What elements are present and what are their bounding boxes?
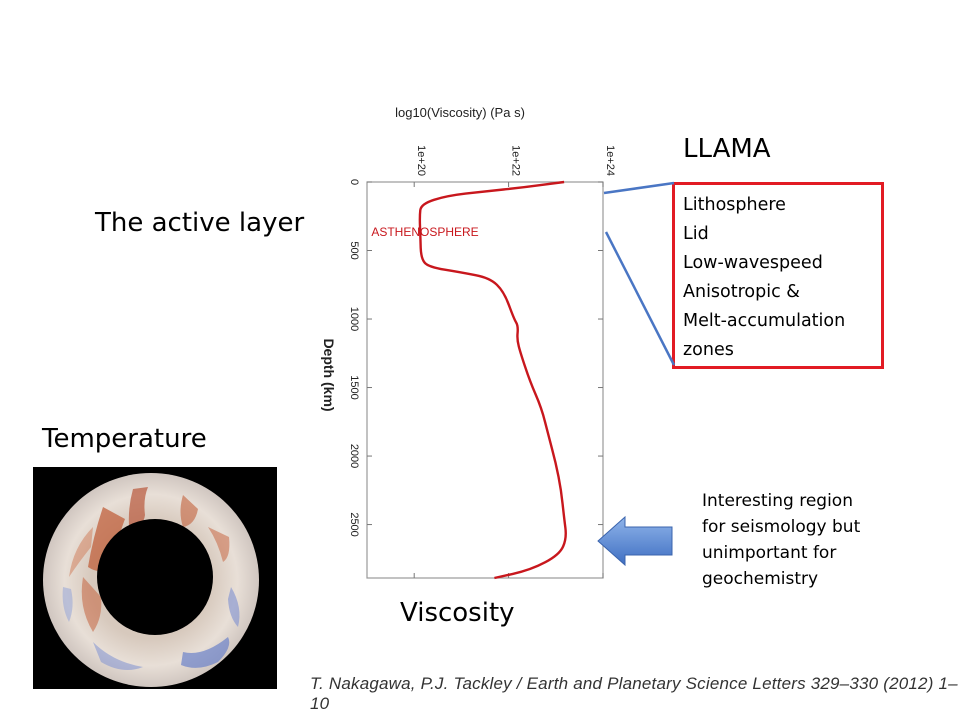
citation: T. Nakagawa, P.J. Tackley / Earth and Pl… (310, 674, 958, 713)
temperature-label: Temperature (42, 424, 207, 454)
mantle-annulus-graphic (43, 473, 259, 687)
note-line: geochemistry (702, 569, 819, 589)
viscosity-profile-line (418, 180, 567, 580)
llama-list: Lithosphere Lid Low-wavespeed Anisotropi… (675, 185, 881, 365)
viscosity-chart: log10(Viscosity) (Pa s) Depth (km) ASTHE… (321, 105, 616, 580)
llama-item: Lithosphere (683, 195, 786, 215)
x-tick-label: 1e+20 (415, 145, 427, 176)
llama-item: Melt-accumulation (683, 311, 846, 331)
x-tick-label: 1e+22 (510, 145, 522, 176)
y-tick-label: 500 (348, 241, 360, 259)
note-line: for seismology but (702, 517, 861, 537)
llama-title: LLAMA (683, 134, 771, 164)
note-line: unimportant for (702, 543, 837, 563)
llama-item: Lid (683, 224, 709, 244)
llama-item: zones (683, 340, 734, 360)
llama-item: Anisotropic & (683, 282, 800, 302)
y-tick-label: 2000 (348, 444, 360, 468)
y-tick-label: 1000 (348, 307, 360, 331)
asthenosphere-annotation: ASTHENOSPHERE (371, 225, 478, 239)
llama-box: Lithosphere Lid Low-wavespeed Anisotropi… (672, 182, 884, 369)
y-tick-label: 1500 (348, 375, 360, 399)
seismology-note: Interesting region for seismology but un… (702, 488, 902, 592)
chart-title: log10(Viscosity) (Pa s) (395, 105, 525, 120)
x-tick-label: 1e+24 (604, 145, 616, 176)
note-line: Interesting region (702, 491, 853, 511)
y-tick-label: 0 (348, 179, 360, 185)
llama-item: Low-wavespeed (683, 253, 823, 273)
y-tick-label: 2500 (348, 512, 360, 536)
viscosity-label: Viscosity (400, 598, 515, 628)
y-axis-label: Depth (km) (321, 338, 337, 411)
plot-frame (366, 181, 604, 579)
active-layer-label: The active layer (95, 208, 305, 238)
temperature-image (33, 467, 277, 689)
